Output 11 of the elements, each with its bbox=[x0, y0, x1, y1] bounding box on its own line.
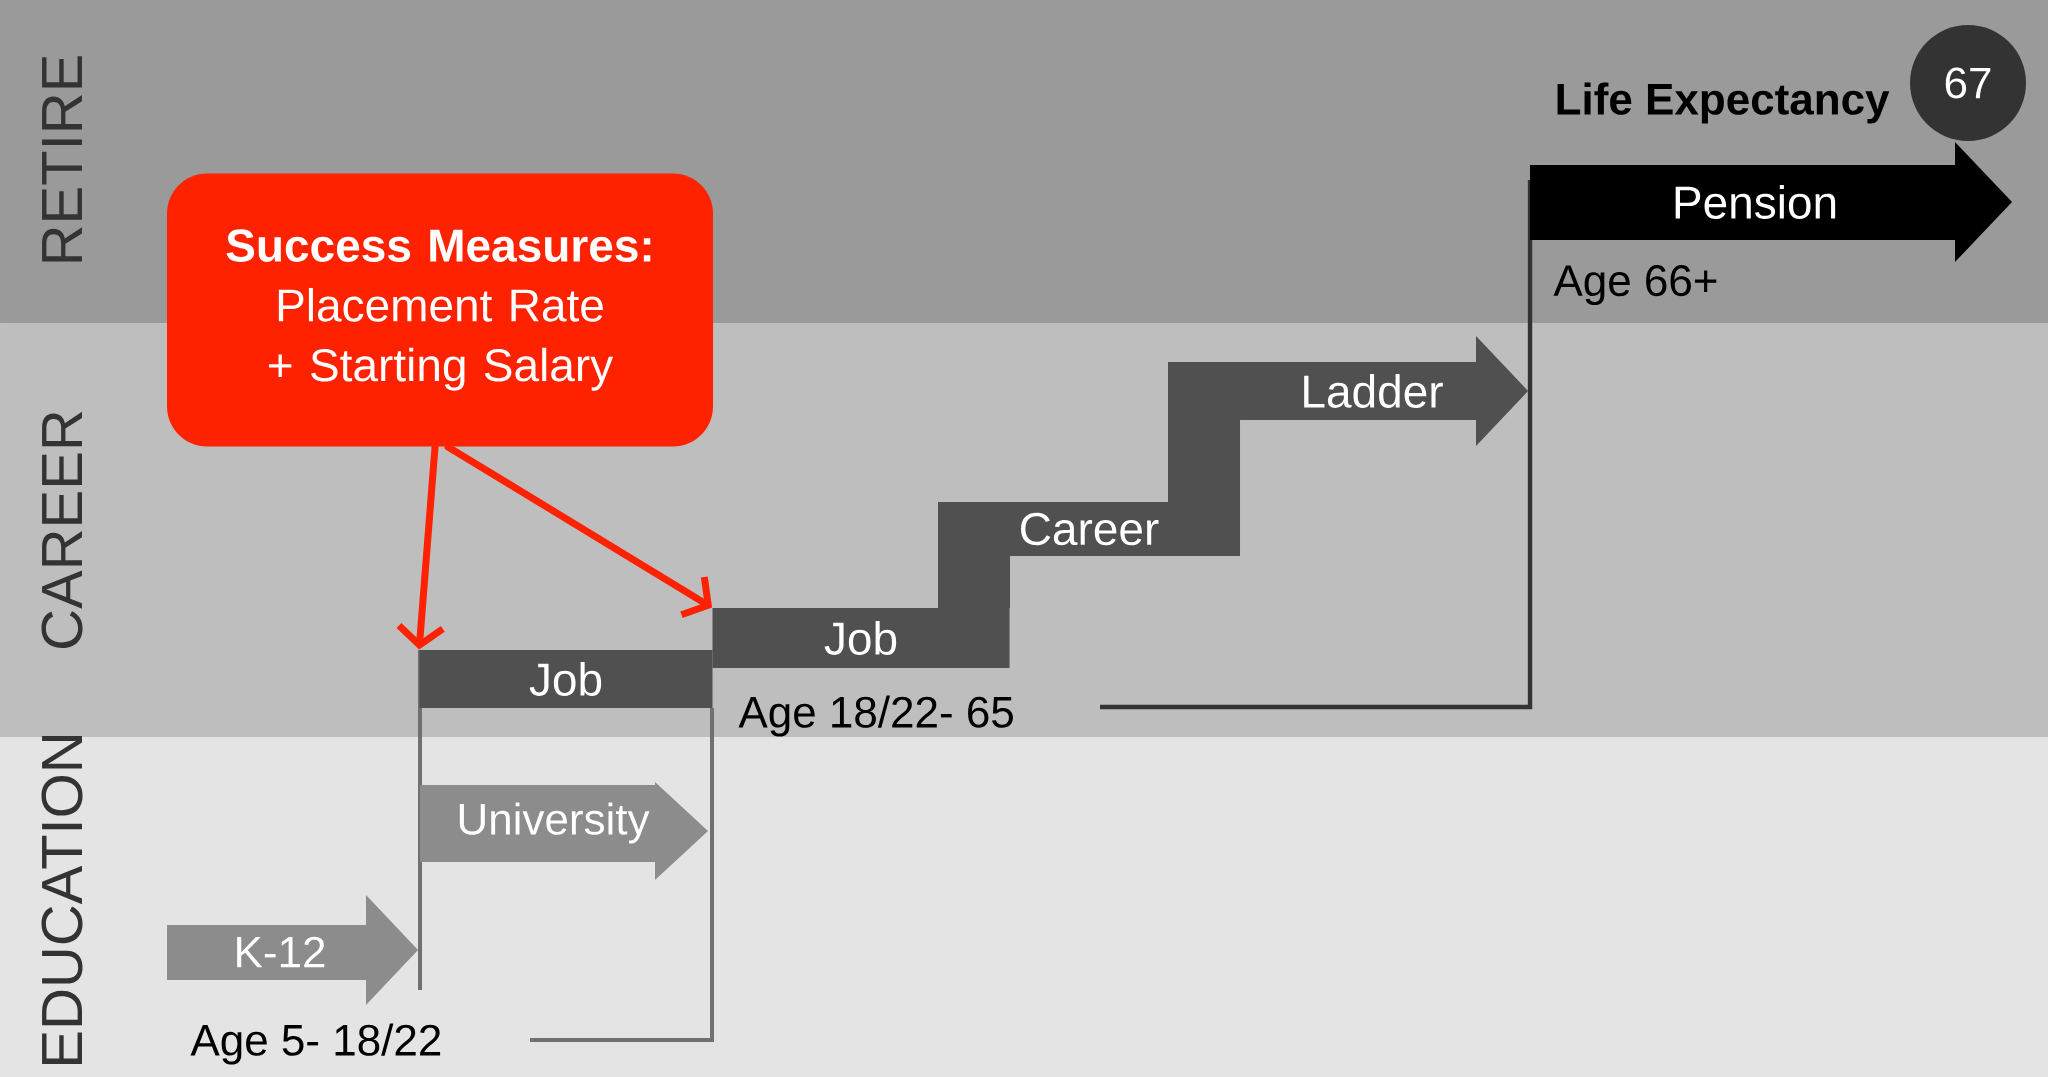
step-bar: Career bbox=[938, 502, 1240, 608]
node-caption: Life Expectancy bbox=[1557, 82, 1890, 124]
step-bar: Job bbox=[419, 650, 713, 708]
band-label: RETIRE bbox=[42, 56, 82, 262]
age-label: Age 66+ bbox=[1553, 265, 1717, 305]
arrow bbox=[444, 443, 713, 618]
age-label: Age 18/22- 65 bbox=[738, 695, 1013, 737]
band-label: CAREER bbox=[41, 411, 83, 648]
band-label: EDUCATION bbox=[41, 736, 83, 1064]
arrow bbox=[396, 443, 445, 650]
callout-box: Success Measures: Placement Rate + Starting Salary bbox=[167, 173, 713, 447]
